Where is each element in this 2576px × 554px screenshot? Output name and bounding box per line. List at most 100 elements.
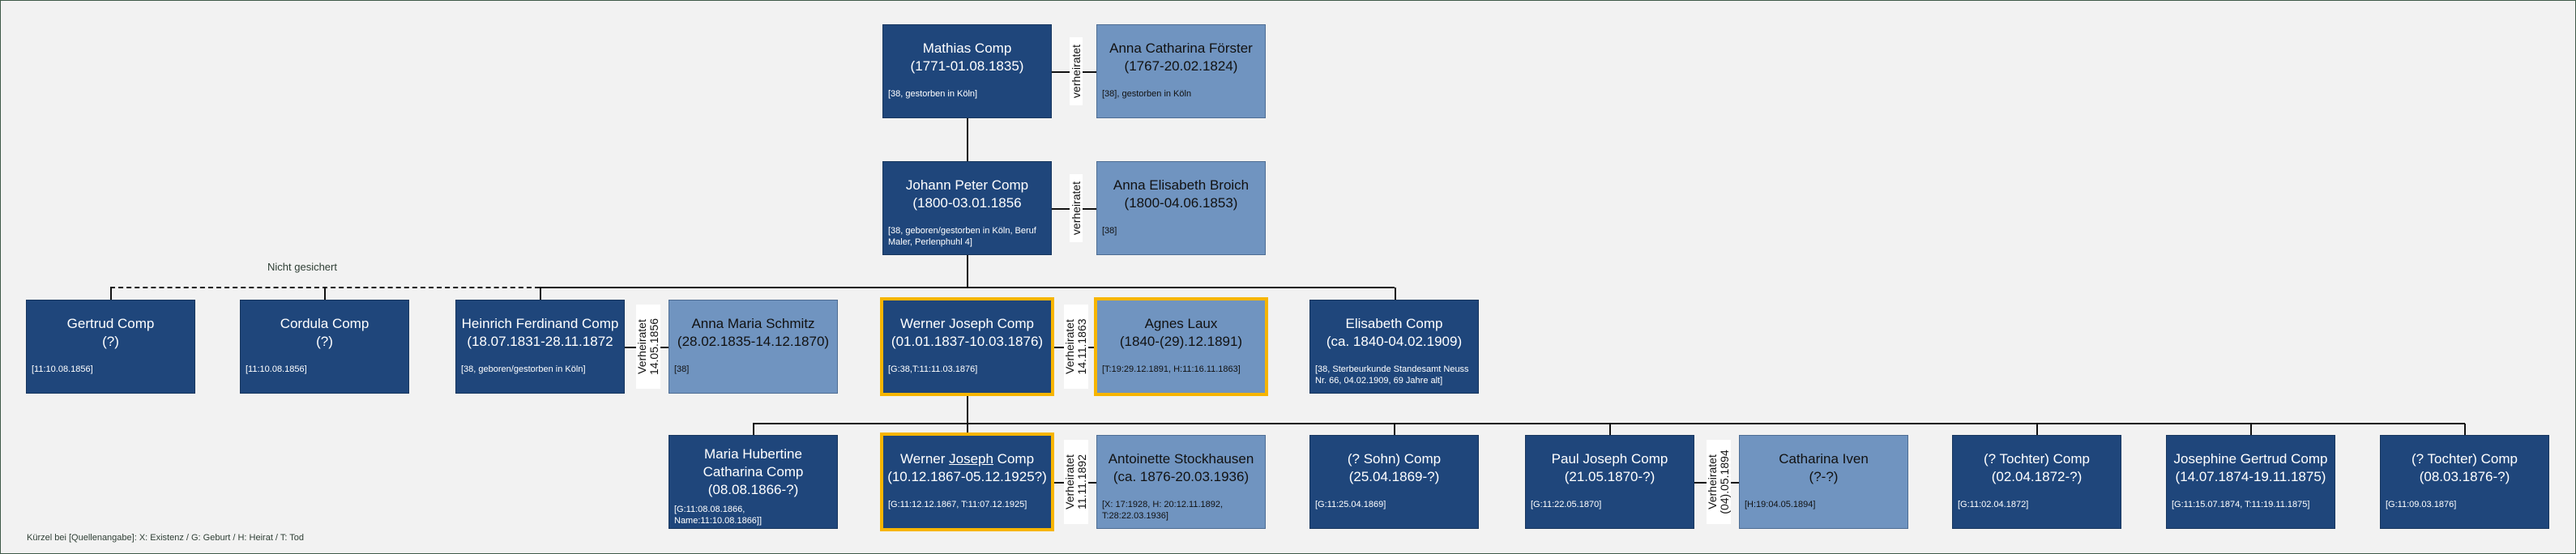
person-box-maria[interactable]: Maria Hubertine Catharina Comp (08.08.186… bbox=[669, 435, 838, 529]
connector-line bbox=[967, 255, 968, 288]
person-dates: (?-?) bbox=[1809, 469, 1839, 484]
person-box-werner[interactable]: Werner Joseph Comp(01.01.1837-10.03.1876… bbox=[880, 297, 1054, 396]
person-dates: (1767-20.02.1824) bbox=[1124, 58, 1238, 74]
person-dates: (18.07.1831-28.11.1872 bbox=[467, 334, 613, 349]
person-name: Heinrich Ferdinand Comp bbox=[461, 316, 619, 331]
person-box-anna-eb[interactable]: Anna Elisabeth Broich (1800-04.06.1853) [3… bbox=[1096, 161, 1266, 255]
person-dates: (1800-04.06.1853) bbox=[1124, 195, 1238, 211]
marriage-label: Verheiratet (04).05.1894 bbox=[1706, 440, 1731, 524]
person-dates: (10.12.1867-05.12.1925?) bbox=[887, 469, 1047, 484]
source-note: [38, geboren/gestorben in Köln] bbox=[461, 364, 586, 374]
source-note: [11:10.08.1856] bbox=[32, 364, 93, 374]
person-name: Johann Peter Comp bbox=[905, 177, 1029, 193]
person-name: Josephine Gertrud Comp bbox=[2173, 451, 2328, 467]
person-name: Catharina Iven bbox=[1779, 451, 1869, 467]
source-note: [G:11:25.04.1869] bbox=[1315, 500, 1386, 509]
source-note: [38], gestorben in Köln bbox=[1102, 89, 1192, 99]
connector-line bbox=[967, 424, 968, 435]
connector-line bbox=[324, 288, 326, 300]
person-dates: (1771-01.08.1835) bbox=[910, 58, 1024, 74]
connector-line bbox=[1395, 288, 1396, 300]
source-note: [38, Sterbeurkunde Standesamt Neuss Nr. … bbox=[1315, 364, 1469, 386]
person-box-agnes[interactable]: Agnes Laux (1840-(29).12.1891) [T:19:29.12… bbox=[1094, 297, 1268, 396]
person-dates: (14.07.1874-19.11.1875) bbox=[2175, 469, 2326, 484]
source-note: [H:19:04.05.1894] bbox=[1745, 500, 1816, 509]
person-dates: (08.08.1866-?) bbox=[707, 482, 799, 497]
person-dates: (25.04.1869-?) bbox=[1348, 469, 1440, 484]
source-note: [X: 17:1928, H: 20:12.11.1892, T:28:22.0… bbox=[1102, 500, 1224, 521]
person-dates: (ca. 1840-04.02.1909) bbox=[1326, 334, 1463, 349]
person-box-catharina[interactable]: Catharina Iven (?-?) [H:19:04.05.1894] bbox=[1739, 435, 1908, 529]
person-box-tochter1[interactable]: (? Tochter) Comp (02.04.1872-?) [G:11:02.0… bbox=[1952, 435, 2121, 529]
marriage-label: verheiratet bbox=[1069, 174, 1083, 242]
person-box-tochter2[interactable]: (? Tochter) Comp(08.03.1876-?)[G:11:09.0… bbox=[2380, 435, 2549, 529]
person-dates: (ca. 1876-20.03.1936) bbox=[1113, 469, 1250, 484]
source-note: [38] bbox=[674, 364, 690, 374]
person-box-gertrud[interactable]: Gertrud Comp (?) [11:10.08.1856] bbox=[26, 300, 195, 394]
source-note: [38] bbox=[1102, 226, 1117, 236]
connector-line bbox=[967, 394, 968, 424]
connector-line bbox=[540, 287, 1395, 288]
connector-line bbox=[2036, 424, 2038, 435]
person-box-anna-cf[interactable]: Anna Catharina Förster(1767-20.02.1824)[… bbox=[1096, 24, 1266, 118]
person-box-josephine[interactable]: Josephine Gertrud Comp (14.07.1874-19.11.… bbox=[2166, 435, 2335, 529]
person-dates: (28.02.1835-14.12.1870) bbox=[677, 334, 830, 349]
marriage-label: Verheiratet 14.05.1856 bbox=[635, 305, 660, 389]
person-name: Mathias Comp bbox=[922, 40, 1012, 56]
connector-line bbox=[753, 423, 2465, 424]
person-name: (? Tochter) Comp bbox=[1983, 451, 2090, 467]
marriage-label: Verheiratet 14.11.1863 bbox=[1063, 305, 1088, 389]
person-box-werner-jr[interactable]: Werner Joseph Comp (10.12.1867-05.12.1925… bbox=[880, 433, 1054, 531]
person-name: Anna Elisabeth Broich bbox=[1113, 177, 1250, 193]
source-note: [T:19:29.12.1891, H:11:16.11.1863] bbox=[1102, 364, 1241, 374]
person-name: Gertrud Comp bbox=[66, 316, 155, 331]
source-note: [11:10.08.1856] bbox=[246, 364, 307, 374]
person-name: Anna Maria Schmitz bbox=[691, 316, 815, 331]
person-box-heinrich[interactable]: Heinrich Ferdinand Comp (18.07.1831-28.11… bbox=[455, 300, 625, 394]
name-part: Comp bbox=[993, 451, 1035, 467]
connector-line bbox=[2250, 424, 2252, 435]
source-note: [G:11:08.08.1866, Name:11:10.08.1866]] bbox=[674, 505, 763, 526]
source-note: [38, gestorben in Köln] bbox=[888, 89, 978, 99]
person-name: Agnes Laux bbox=[1144, 316, 1218, 331]
person-box-paul[interactable]: Paul Joseph Comp (21.05.1870-?) [G:11:22.0… bbox=[1525, 435, 1694, 529]
legend-text: Kürzel bei [Quellenangabe]: X: Existenz … bbox=[27, 533, 304, 543]
connector-line bbox=[753, 424, 754, 435]
person-dates: (02.04.1872-?) bbox=[1991, 469, 2083, 484]
person-name: Antoinette Stockhausen bbox=[1108, 451, 1254, 467]
person-box-anna-ms[interactable]: Anna Maria Schmitz (28.02.1835-14.12.1870… bbox=[669, 300, 838, 394]
person-dates: (?) bbox=[316, 334, 333, 349]
uncertain-label: Nicht gesichert bbox=[267, 261, 337, 273]
person-box-johann[interactable]: Johann Peter Comp (1800-03.01.1856 [38, ge… bbox=[882, 161, 1052, 255]
source-note: [G:11:22.05.1870] bbox=[1531, 500, 1602, 509]
person-box-elisabeth[interactable]: Elisabeth Comp (ca. 1840-04.02.1909) [38, … bbox=[1309, 300, 1479, 394]
person-dates: (1800-03.01.1856 bbox=[912, 195, 1022, 211]
person-name: Maria Hubertine Catharina Comp bbox=[703, 446, 804, 479]
person-name: Cordula Comp bbox=[280, 316, 370, 331]
person-dates: (1840-(29).12.1891) bbox=[1119, 334, 1243, 349]
connector-line bbox=[1609, 424, 1611, 435]
source-note: [38, geboren/gestorben in Köln, Beruf Ma… bbox=[888, 226, 1036, 247]
called-name: Joseph bbox=[949, 451, 993, 467]
person-box-mathias[interactable]: Mathias Comp (1771-01.08.1835) [38, gestor… bbox=[882, 24, 1052, 118]
person-name: Paul Joseph Comp bbox=[1551, 451, 1668, 467]
connector-line bbox=[1394, 424, 1395, 435]
source-note: [G:11:02.04.1872] bbox=[1958, 500, 2029, 509]
person-box-antoinette[interactable]: Antoinette Stockhausen (ca. 1876-20.03.19… bbox=[1096, 435, 1266, 529]
person-box-cordula[interactable]: Cordula Comp (?) [11:10.08.1856] bbox=[240, 300, 409, 394]
source-note: [G:11:09.03.1876] bbox=[2386, 500, 2457, 509]
person-dates: (?) bbox=[102, 334, 119, 349]
connector-line bbox=[2464, 424, 2466, 435]
person-dates: (21.05.1870-?) bbox=[1564, 469, 1655, 484]
marriage-label: verheiratet bbox=[1069, 37, 1083, 105]
connector-line bbox=[540, 288, 541, 300]
person-box-sohn[interactable]: (? Sohn) Comp(25.04.1869-?)[G:11:25.04.1… bbox=[1309, 435, 1479, 529]
connector-line bbox=[967, 118, 968, 161]
source-note: [G:11:12.12.1867, T:11:07.12.1925] bbox=[888, 500, 1027, 509]
marriage-label: Verheiratet 11.11.1892 bbox=[1063, 440, 1088, 524]
person-name: Elisabeth Comp bbox=[1345, 316, 1443, 331]
person-dates: (08.03.1876-?) bbox=[2419, 469, 2510, 484]
connector-line bbox=[110, 288, 112, 300]
name-part: Werner bbox=[899, 451, 950, 467]
person-dates: (01.01.1837-10.03.1876) bbox=[891, 334, 1044, 349]
